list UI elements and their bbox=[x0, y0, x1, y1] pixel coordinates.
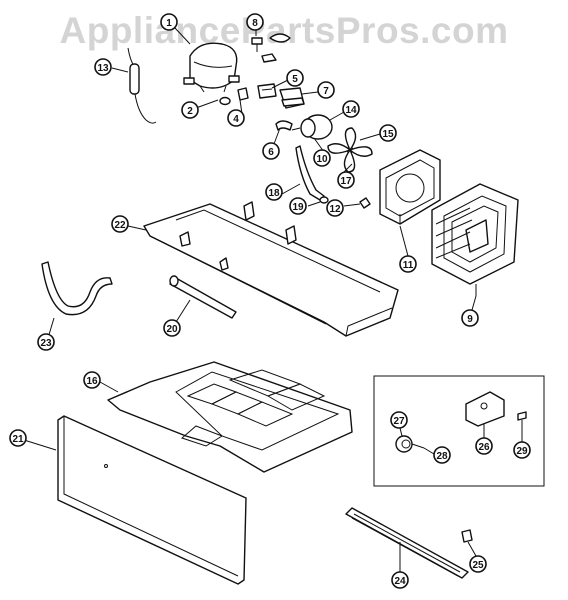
part-drain-tube[interactable] bbox=[169, 275, 237, 319]
part-inset-screw[interactable] bbox=[517, 411, 527, 430]
callout-27: 27 bbox=[390, 411, 408, 429]
svg-text:22: 22 bbox=[114, 220, 126, 231]
part-relay-cover[interactable] bbox=[275, 120, 293, 131]
part-drain-pan[interactable] bbox=[107, 361, 353, 473]
inset-box bbox=[373, 375, 545, 487]
part-condenser-coil[interactable] bbox=[431, 183, 519, 296]
part-knob[interactable] bbox=[395, 435, 413, 453]
callout-18: 18 bbox=[265, 183, 283, 201]
callout-5: 5 bbox=[286, 69, 304, 87]
svg-text:27: 27 bbox=[393, 416, 405, 427]
part-motor-bracket[interactable] bbox=[295, 145, 325, 201]
svg-text:23: 23 bbox=[40, 338, 52, 349]
callout-16: 16 bbox=[83, 371, 101, 389]
part-grommet[interactable] bbox=[219, 96, 231, 106]
callout-22: 22 bbox=[111, 215, 129, 233]
callout-21: 21 bbox=[9, 429, 27, 447]
callout-26: 26 bbox=[475, 437, 493, 455]
callout-9: 9 bbox=[461, 309, 479, 327]
callout-13: 13 bbox=[94, 58, 112, 76]
part-grille[interactable] bbox=[345, 507, 469, 579]
svg-text:7: 7 bbox=[323, 86, 329, 97]
part-screw[interactable] bbox=[359, 197, 371, 209]
callout-11: 11 bbox=[399, 255, 417, 273]
callout-1: 1 bbox=[160, 13, 178, 31]
svg-text:8: 8 bbox=[252, 18, 258, 29]
callout-28: 28 bbox=[433, 446, 451, 464]
callout-10: 10 bbox=[313, 149, 331, 167]
callout-23: 23 bbox=[37, 333, 55, 351]
svg-text:28: 28 bbox=[436, 451, 448, 462]
part-compartment-floor[interactable] bbox=[143, 201, 399, 337]
part-timer-bracket[interactable] bbox=[465, 391, 505, 427]
svg-text:19: 19 bbox=[292, 202, 304, 213]
callout-6: 6 bbox=[262, 142, 280, 160]
svg-text:11: 11 bbox=[403, 260, 414, 271]
svg-text:1: 1 bbox=[166, 18, 172, 29]
svg-text:2: 2 bbox=[187, 106, 193, 117]
part-drier[interactable] bbox=[127, 47, 157, 124]
part-fan-blade[interactable] bbox=[327, 127, 373, 173]
svg-text:9: 9 bbox=[467, 314, 473, 325]
svg-text:16: 16 bbox=[86, 376, 98, 387]
watermark: AppliancePartsPros.com bbox=[59, 10, 509, 51]
svg-text:15: 15 bbox=[382, 129, 394, 140]
callout-15: 15 bbox=[379, 124, 397, 142]
svg-text:14: 14 bbox=[345, 105, 357, 116]
svg-text:24: 24 bbox=[394, 576, 406, 587]
leader-lines bbox=[23, 27, 523, 574]
svg-text:4: 4 bbox=[233, 114, 239, 125]
svg-text:13: 13 bbox=[97, 63, 109, 74]
callout-19: 19 bbox=[289, 197, 307, 215]
part-fan-motor[interactable] bbox=[291, 114, 333, 140]
svg-text:5: 5 bbox=[292, 74, 298, 85]
callout-8: 8 bbox=[246, 13, 264, 31]
callout-7: 7 bbox=[317, 81, 335, 99]
callout-17: 17 bbox=[337, 171, 355, 189]
callout-12: 12 bbox=[326, 199, 344, 217]
part-fan-shroud[interactable] bbox=[379, 149, 441, 225]
svg-text:29: 29 bbox=[516, 446, 528, 457]
svg-text:21: 21 bbox=[12, 434, 24, 445]
svg-text:10: 10 bbox=[316, 154, 328, 165]
callout-25: 25 bbox=[469, 555, 487, 573]
part-clip[interactable] bbox=[237, 87, 249, 101]
part-overload[interactable] bbox=[257, 83, 277, 99]
svg-text:12: 12 bbox=[329, 204, 341, 215]
svg-text:6: 6 bbox=[268, 147, 274, 158]
svg-text:20: 20 bbox=[166, 324, 178, 335]
part-drain-hose[interactable] bbox=[41, 261, 113, 316]
callout-20: 20 bbox=[163, 319, 181, 337]
part-kick-plate[interactable] bbox=[57, 415, 247, 585]
svg-text:17: 17 bbox=[340, 176, 352, 187]
callout-14: 14 bbox=[342, 100, 360, 118]
svg-text:18: 18 bbox=[268, 188, 280, 199]
callout-29: 29 bbox=[513, 441, 531, 459]
callout-4: 4 bbox=[227, 109, 245, 127]
part-grille-clip[interactable] bbox=[461, 529, 473, 543]
callout-24: 24 bbox=[391, 571, 409, 589]
part-bracket-grommet[interactable] bbox=[319, 196, 329, 204]
svg-text:26: 26 bbox=[478, 442, 490, 453]
svg-text:25: 25 bbox=[472, 560, 484, 571]
part-screws[interactable] bbox=[251, 33, 291, 63]
part-compressor[interactable] bbox=[183, 42, 240, 93]
part-relay[interactable] bbox=[279, 87, 305, 109]
callout-2: 2 bbox=[181, 101, 199, 119]
